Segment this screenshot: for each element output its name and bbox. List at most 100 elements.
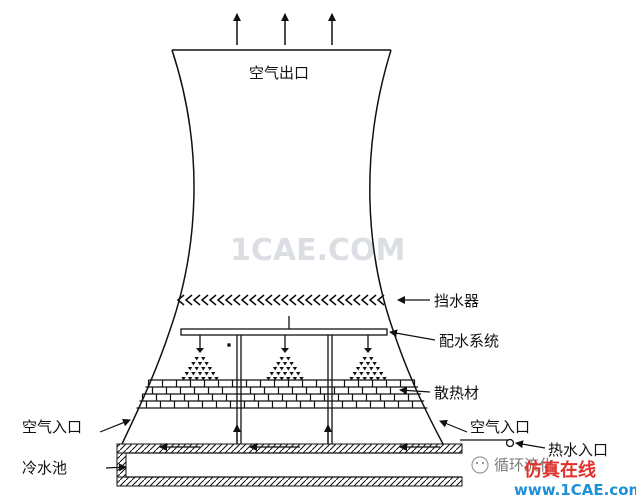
chevron-mark: [232, 294, 241, 306]
droplet: [282, 362, 288, 366]
droplet: [201, 377, 206, 381]
chevron-mark: [288, 294, 297, 306]
wechat-icon: [471, 456, 489, 474]
chevron-mark: [336, 294, 345, 306]
water-distribution-label: 配水系统: [439, 332, 499, 350]
droplet: [379, 372, 384, 376]
droplet: [181, 377, 186, 381]
chevron-mark: [200, 294, 209, 306]
air-outlet-arrows: [233, 13, 336, 45]
droplet: [369, 357, 374, 361]
wechat-watermark: 循环流化: [471, 456, 554, 474]
droplet: [365, 372, 371, 376]
leader-lines: [99, 296, 546, 472]
droplet: [279, 377, 284, 381]
droplet: [362, 367, 367, 371]
air-outlet-label: 空气出口: [249, 64, 309, 82]
droplet: [276, 362, 281, 366]
droplet: [201, 357, 206, 361]
droplet: [372, 362, 377, 366]
droplet: [279, 367, 284, 371]
hot-water-inlet-pipe: [460, 438, 515, 448]
droplet: [369, 377, 374, 381]
watermark-brand: 仿真在线: [524, 459, 596, 481]
chevron-mark: [352, 294, 361, 306]
droplet: [289, 372, 294, 376]
droplet: [187, 367, 193, 371]
chevron-mark: [312, 294, 321, 306]
droplet: [349, 377, 354, 381]
air-inlet-right-label: 空气入口: [470, 418, 530, 436]
droplet: [352, 372, 357, 376]
droplet: [272, 367, 278, 371]
hot-water-inlet-label: 热水入口: [548, 441, 608, 459]
droplet: [286, 367, 291, 371]
chevron-mark: [224, 294, 233, 306]
chevron-mark: [208, 294, 217, 306]
chevron-mark: [328, 294, 337, 306]
drift-eliminator: [176, 294, 385, 306]
chevron-mark: [280, 294, 289, 306]
watermark-account: 循环流化: [494, 456, 554, 474]
spray-nozzles: [181, 335, 387, 381]
chevron-mark: [360, 294, 369, 306]
water-distribution-system: [180, 316, 388, 347]
droplet: [299, 377, 304, 381]
chevron-mark: [320, 294, 329, 306]
chevron-mark: [184, 294, 193, 306]
droplet: [191, 362, 196, 366]
droplet: [362, 377, 367, 381]
droplet: [214, 377, 219, 381]
chevron-mark: [296, 294, 305, 306]
droplet: [197, 362, 203, 366]
droplet: [266, 377, 271, 381]
droplet: [369, 367, 374, 371]
droplet: [375, 367, 381, 371]
droplet: [276, 372, 281, 376]
tower-shell: [121, 49, 444, 445]
droplet: [272, 377, 278, 381]
chevron-mark: [264, 294, 273, 306]
fill-label: 散热材: [434, 384, 479, 402]
chevron-mark: [376, 294, 385, 306]
droplet: [184, 372, 189, 376]
droplet: [201, 367, 206, 371]
chevron-mark: [256, 294, 265, 306]
droplet: [187, 377, 193, 381]
droplet: [375, 377, 381, 381]
chevron-mark: [344, 294, 353, 306]
chevron-mark: [368, 294, 377, 306]
droplet: [359, 362, 364, 366]
chevron-mark: [248, 294, 257, 306]
droplet: [279, 357, 284, 361]
droplet: [197, 372, 203, 376]
chevron-mark: [176, 294, 185, 306]
basin-flow-arrows: [159, 424, 440, 451]
watermark-center: 1CAE.COM: [230, 233, 405, 268]
droplet: [372, 372, 377, 376]
air-inlet-left-label: 空气入口: [22, 418, 82, 436]
droplet: [355, 377, 361, 381]
droplet: [355, 367, 361, 371]
chevron-mark: [216, 294, 225, 306]
droplet: [282, 372, 288, 376]
droplet: [296, 372, 301, 376]
droplet: [207, 367, 213, 371]
droplet: [289, 362, 294, 366]
droplet: [211, 372, 216, 376]
droplet: [382, 377, 387, 381]
cold-water-basin-label: 冷水池: [22, 459, 67, 477]
droplet: [204, 372, 209, 376]
droplet: [292, 367, 298, 371]
fill-media: [136, 379, 428, 409]
droplet: [204, 362, 209, 366]
watermark-site: www.1CAE.com: [514, 481, 636, 499]
drift-eliminator-label: 挡水器: [434, 292, 479, 310]
chevron-mark: [304, 294, 313, 306]
droplet: [292, 377, 298, 381]
chevron-mark: [192, 294, 201, 306]
droplet: [365, 362, 371, 366]
droplet: [207, 377, 213, 381]
droplet: [359, 372, 364, 376]
